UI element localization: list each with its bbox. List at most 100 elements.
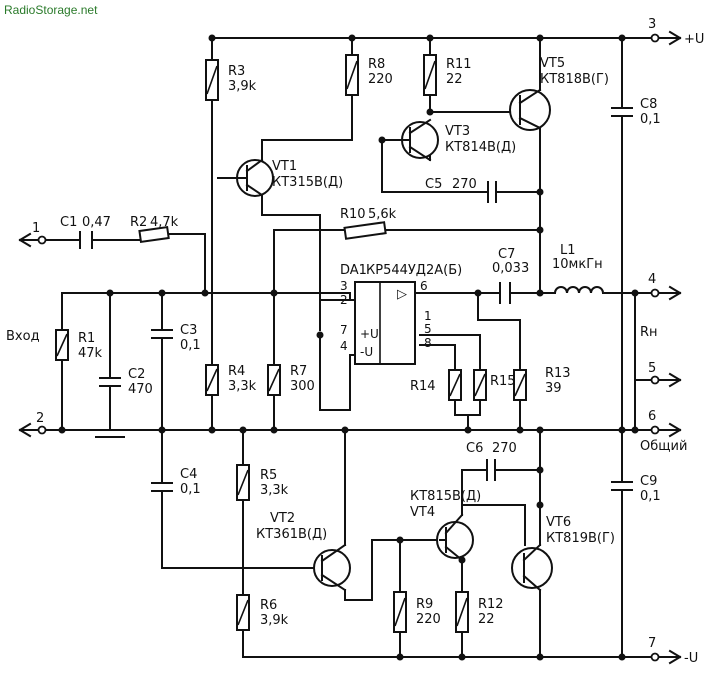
resistor-r5: R5 3,3k <box>236 464 289 501</box>
c1-label: C1 <box>60 215 77 230</box>
capacitor-c4: C4 0,1 <box>151 467 201 497</box>
r5-label: R5 <box>260 468 277 483</box>
c2-value: 470 <box>128 382 153 397</box>
da1-plus-u: +U <box>360 327 379 341</box>
pin-4: 4 <box>340 339 348 353</box>
vt4-label: VT4 <box>410 505 435 520</box>
r15-label: R15 <box>490 374 516 389</box>
capacitor-c8: C8 0,1 <box>611 97 661 127</box>
vt2-label: VT2 <box>270 511 295 526</box>
resistor-r8: R8 220 <box>345 54 393 96</box>
plus-u-label: +U <box>684 32 704 47</box>
pin-1: 1 <box>424 309 432 323</box>
transistor-vt6: VT6 КТ819В(Г) <box>511 515 615 592</box>
r3-value: 3,9k <box>228 79 257 94</box>
r8-label: R8 <box>368 57 385 72</box>
capacitor-c1: C1 0,47 <box>60 215 111 249</box>
pin-7: 7 <box>340 323 348 337</box>
da1-part: КР544УД2А(Б) <box>366 263 462 278</box>
r4-label: R4 <box>228 364 245 379</box>
r7-label: R7 <box>290 364 307 379</box>
vt5-part: КТ818В(Г) <box>540 72 609 87</box>
r6-value: 3,9k <box>260 613 289 628</box>
transistor-vt1: VT1 КТ315В(Д) <box>217 158 343 197</box>
vt3-label: VT3 <box>445 124 470 139</box>
l1-label: L1 <box>560 243 576 258</box>
c2-label: C2 <box>128 367 145 382</box>
opamp-da1: ▷ +U -U DA1 КР544УД2А(Б) 3 2 6 7 4 1 5 8 <box>340 263 462 365</box>
r2-label: R2 <box>130 215 147 230</box>
resistor-r9: R9 220 <box>393 591 441 633</box>
r13-value: 39 <box>545 381 562 396</box>
r3-label: R3 <box>228 64 245 79</box>
minus-u-label: -U <box>684 651 698 666</box>
r10-value: 5,6k <box>368 207 397 222</box>
resistor-r15: R15 <box>473 369 516 401</box>
transistor-vt5: VT5 КТ818В(Г) <box>509 56 609 131</box>
c6-label: C6 <box>466 441 483 456</box>
c1-value: 0,47 <box>82 215 111 230</box>
terminal-6: 6 <box>648 409 656 424</box>
r9-label: R9 <box>416 597 433 612</box>
pin-6: 6 <box>420 279 428 293</box>
da1-symbol: ▷ <box>397 287 407 302</box>
transistor-vt4: КТ815В(Д) VT4 <box>410 489 481 562</box>
da1-label: DA1 <box>340 263 367 278</box>
load-label: Rн <box>640 325 658 340</box>
resistor-r12: R12 22 <box>455 591 504 633</box>
c5-label: C5 <box>425 177 442 192</box>
r14-label: R14 <box>410 379 436 394</box>
vt3-part: КТ814В(Д) <box>445 140 516 155</box>
pin-3: 3 <box>340 279 348 293</box>
da1-minus-u: -U <box>360 345 373 359</box>
r1-label: R1 <box>78 331 95 346</box>
resistor-r1: R1 47k <box>55 329 103 361</box>
terminal-3: 3 <box>648 17 656 32</box>
r6-label: R6 <box>260 598 277 613</box>
r12-value: 22 <box>478 612 495 627</box>
terminal-2: 2 <box>36 411 44 426</box>
vt5-label: VT5 <box>540 56 565 71</box>
terminals: 1 2 3 +U 4 5 6 7 -U <box>18 17 704 666</box>
vt1-label: VT1 <box>272 159 297 174</box>
resistor-r14: R14 <box>410 369 462 401</box>
c8-value: 0,1 <box>640 112 661 127</box>
r11-value: 22 <box>446 72 463 87</box>
r13-label: R13 <box>545 366 571 381</box>
terminal-7: 7 <box>648 636 656 651</box>
r9-value: 220 <box>416 612 441 627</box>
pin-8: 8 <box>424 336 432 350</box>
c9-value: 0,1 <box>640 489 661 504</box>
terminal-5: 5 <box>648 361 656 376</box>
vt6-part: КТ819В(Г) <box>546 531 615 546</box>
l1-value: 10мкГн <box>552 257 603 272</box>
transistor-vt3: VT3 КТ814В(Д) <box>381 118 516 162</box>
c3-label: C3 <box>180 323 197 338</box>
common-label: Общий <box>640 439 687 454</box>
capacitor-c9: C9 0,1 <box>611 474 661 504</box>
c5-value: 270 <box>452 177 477 192</box>
c4-value: 0,1 <box>180 482 201 497</box>
capacitor-c6: C6 270 <box>466 441 517 481</box>
c4-label: C4 <box>180 467 197 482</box>
resistor-r3: R3 3,9k <box>205 59 257 101</box>
resistor-r11: R11 22 <box>423 54 472 96</box>
r2-value: 4,7k <box>150 215 179 230</box>
c9-label: C9 <box>640 474 657 489</box>
r7-value: 300 <box>290 379 315 394</box>
capacitor-c2: C2 470 <box>99 367 153 397</box>
pin-2: 2 <box>340 293 348 307</box>
vt4-part: КТ815В(Д) <box>410 489 481 504</box>
pin-5: 5 <box>424 322 432 336</box>
resistor-r6: R6 3,9k <box>236 594 289 631</box>
vt2-part: КТ361В(Д) <box>256 527 327 542</box>
resistor-r4: R4 3,3k <box>205 364 257 396</box>
terminal-1: 1 <box>32 221 40 236</box>
r12-label: R12 <box>478 597 504 612</box>
inductor-l1: L1 10мкГн <box>552 243 605 295</box>
resistor-r7: R7 300 <box>267 364 315 396</box>
c7-value: 0,033 <box>492 261 529 276</box>
vt1-part: КТ315В(Д) <box>272 175 343 190</box>
